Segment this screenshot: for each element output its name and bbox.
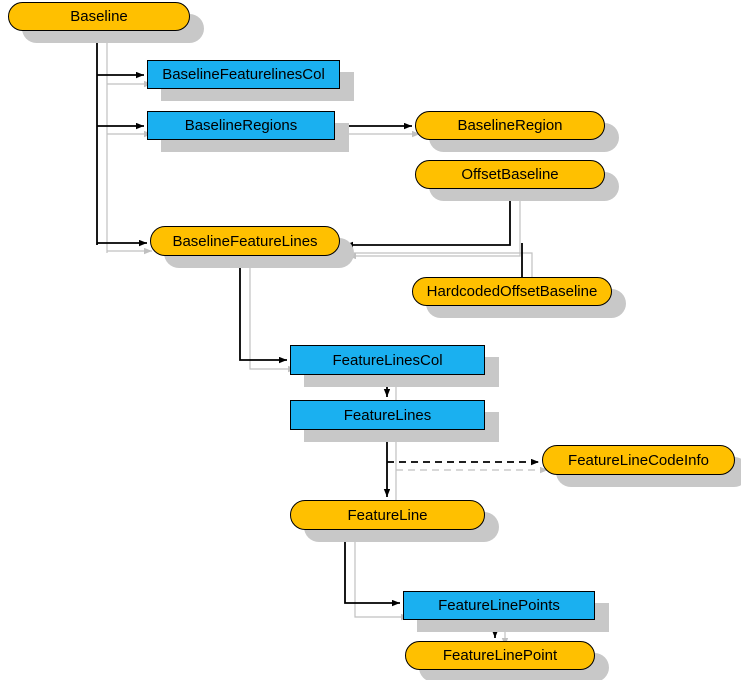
- node-label: FeatureLines: [343, 406, 432, 424]
- node-feature-line-code-info[interactable]: FeatureLineCodeInfo: [542, 445, 735, 475]
- node-label: FeatureLineCodeInfo: [568, 451, 709, 469]
- node-label: BaselineFeaturelinesCol: [162, 66, 325, 83]
- node-label: OffsetBaseline: [461, 166, 559, 183]
- node-offset-baseline[interactable]: OffsetBaseline: [415, 160, 605, 189]
- node-label: BaselineFeatureLines: [172, 232, 318, 250]
- edge-shadow-hardcoded-to-bfl: [348, 252, 533, 277]
- node-feature-lines-col[interactable]: FeatureLinesCol: [290, 345, 485, 375]
- node-baseline-regions[interactable]: BaselineRegions: [147, 111, 335, 140]
- edge-featureline-to-featurelinepoints: [344, 530, 400, 607]
- node-label: FeatureLinesCol: [332, 351, 443, 369]
- node-hardcoded-offset-baseline[interactable]: HardcodedOffsetBaseline: [412, 277, 612, 306]
- edge-baselinefeaturelines-to-featurelinescol: [239, 256, 287, 364]
- node-label: HardcodedOffsetBaseline: [426, 283, 598, 300]
- node-label: FeatureLinePoints: [438, 597, 560, 614]
- node-baseline-featurelines-col[interactable]: BaselineFeaturelinesCol: [147, 60, 340, 89]
- node-baseline[interactable]: Baseline: [8, 2, 190, 31]
- node-baseline-feature-lines[interactable]: BaselineFeatureLines: [150, 226, 340, 256]
- node-label: FeatureLinePoint: [442, 647, 558, 664]
- edge-shadow-offset-to-bfl: [348, 189, 521, 260]
- node-feature-line-point[interactable]: FeatureLinePoint: [405, 641, 595, 670]
- node-feature-line[interactable]: FeatureLine: [290, 500, 485, 530]
- edge-offsetbaseline-to-baselinefeaturelines: [345, 189, 511, 249]
- node-label: Baseline: [70, 8, 128, 25]
- node-label: BaselineRegions: [184, 117, 298, 134]
- edge-shadow-featureline-to-points: [354, 530, 409, 621]
- node-label: BaselineRegion: [457, 117, 563, 134]
- edge-shadow-bfl-to-flcol: [249, 256, 296, 373]
- node-feature-line-points[interactable]: FeatureLinePoints: [403, 591, 595, 620]
- node-feature-lines[interactable]: FeatureLines: [290, 400, 485, 430]
- node-label: FeatureLine: [347, 506, 428, 524]
- node-baseline-region[interactable]: BaselineRegion: [415, 111, 605, 140]
